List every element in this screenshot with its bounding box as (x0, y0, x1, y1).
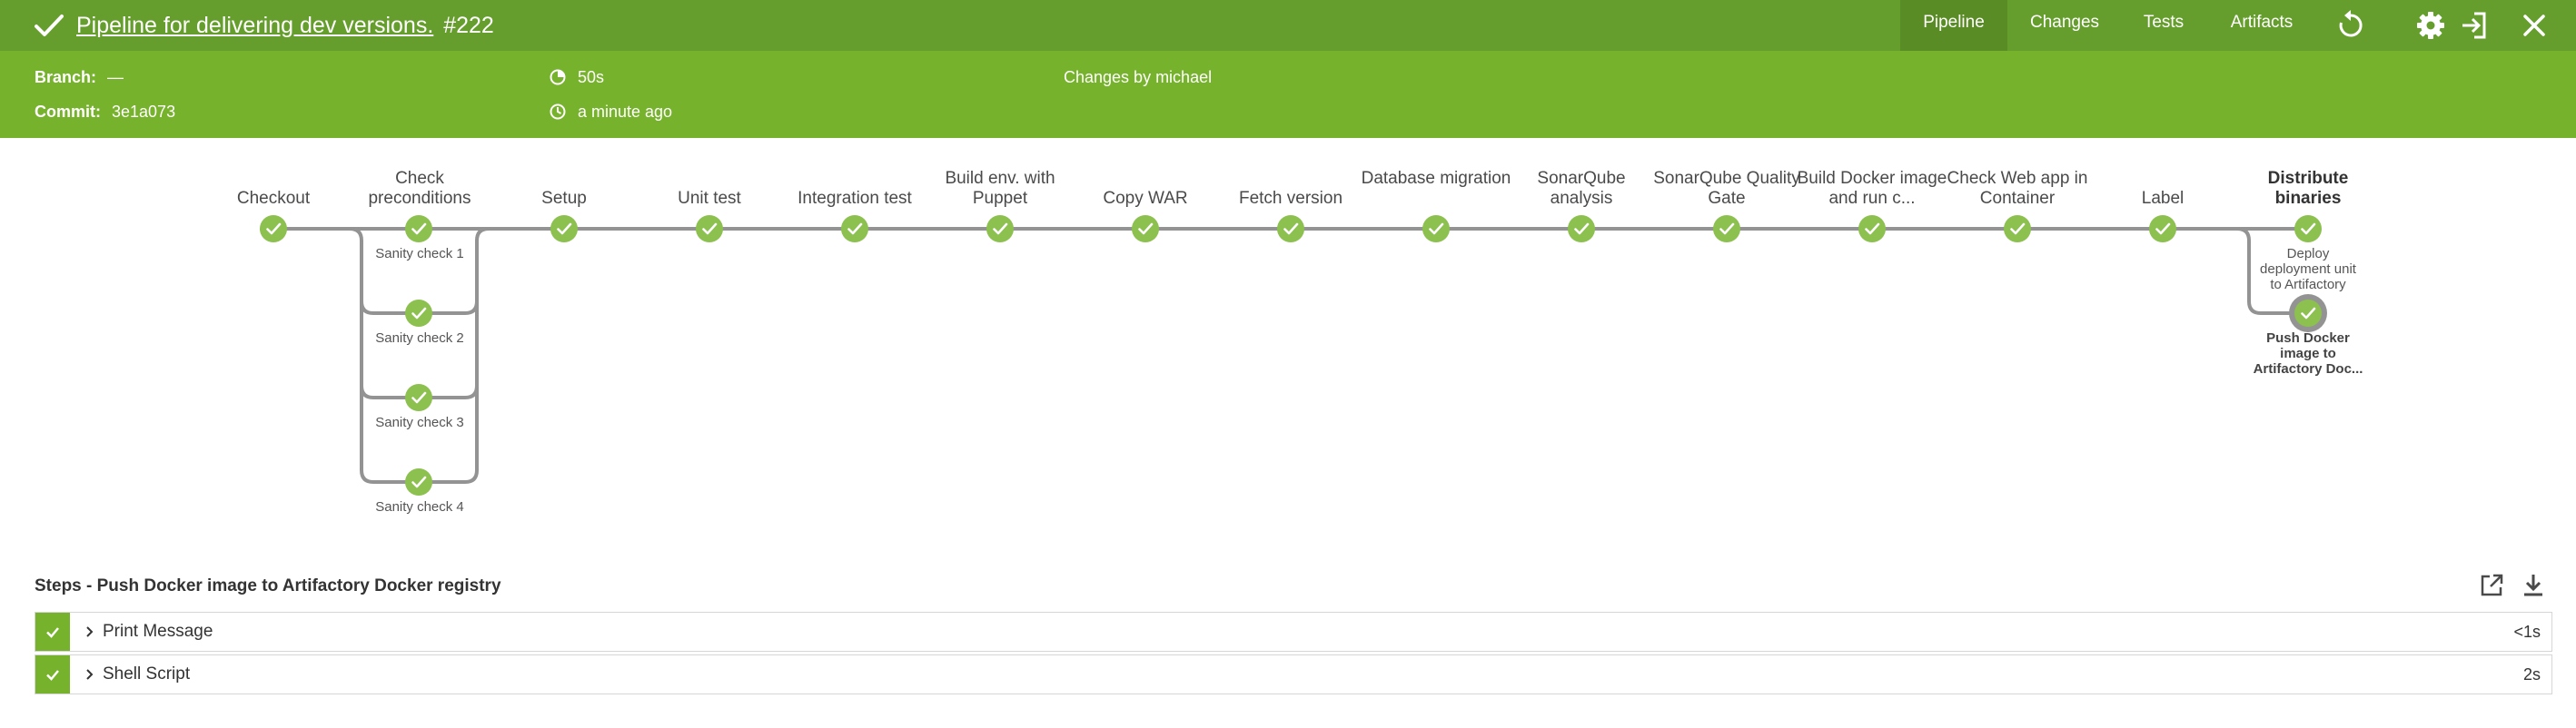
stage-label-build-env-puppet[interactable]: Build env. with Puppet (945, 169, 1055, 208)
stage-node-checkout[interactable] (260, 215, 287, 242)
tab-changes[interactable]: Changes (2029, 13, 2100, 32)
duration-icon (550, 69, 566, 85)
chevron-right-icon[interactable] (81, 624, 97, 640)
step-row-shell-script[interactable]: Shell Script 2s (35, 654, 2552, 694)
branch-value: — (107, 68, 124, 86)
branch-label: Branch: (35, 68, 97, 86)
branch-label-sanity-check-1[interactable]: Sanity check 1 (375, 246, 464, 261)
stage-label-sonarqube-quality-gate[interactable]: SonarQube Quality Gate (1653, 169, 1800, 208)
connector-sanity4-in (360, 386, 420, 484)
commit-value[interactable]: 3e1a073 (112, 103, 176, 121)
commit-info: Commit: 3e1a073 (35, 101, 175, 123)
commit-label: Commit: (35, 103, 101, 121)
stage-node-unit-test[interactable] (696, 215, 723, 242)
connector-sanity2-out (420, 227, 509, 315)
download-icon[interactable] (2518, 570, 2549, 601)
stage-node-check-web-app-in-container[interactable] (2004, 215, 2031, 242)
clock-icon (550, 103, 566, 120)
check-icon (35, 15, 64, 36)
tab-artifacts[interactable]: Artifacts (2230, 13, 2294, 32)
step-name: Shell Script (103, 664, 191, 684)
stage-node-integration-test[interactable] (841, 215, 868, 242)
stage-node-sonarqube-quality-gate[interactable] (1713, 215, 1740, 242)
stage-label-integration-test[interactable]: Integration test (798, 189, 912, 208)
stage-label-sonarqube-analysis[interactable]: SonarQube analysis (1537, 169, 1626, 208)
stage-label-check-preconditions[interactable]: Check preconditions (368, 169, 471, 208)
duration: 50s (578, 68, 605, 86)
branch-node-sanity-check-2[interactable] (405, 300, 432, 327)
step-status-success (35, 613, 70, 651)
step-status-success (35, 655, 70, 694)
replay-icon[interactable] (2333, 7, 2369, 44)
branch-label-sanity-check-2[interactable]: Sanity check 2 (375, 330, 464, 346)
pipeline-header: Pipeline for delivering dev versions. #2… (0, 0, 2576, 51)
step-row-print-message[interactable]: Print Message <1s (35, 612, 2552, 652)
stage-node-fetch-version[interactable] (1277, 215, 1304, 242)
stage-label-setup[interactable]: Setup (541, 189, 587, 208)
stage-node-build-env-with-puppet[interactable] (986, 215, 1014, 242)
gear-icon[interactable] (2413, 7, 2449, 44)
started-time: a minute ago (578, 103, 673, 121)
branch-node-sanity-check-1[interactable] (405, 215, 432, 242)
check-icon (46, 627, 59, 638)
tab-tests[interactable]: Tests (2143, 13, 2185, 32)
stage-label-fetch-version[interactable]: Fetch version (1238, 189, 1343, 208)
branch-label-sanity-check-4[interactable]: Sanity check 4 (375, 499, 464, 515)
close-icon[interactable] (2516, 7, 2552, 44)
connector-push-docker-in (2230, 227, 2308, 315)
stage-node-label[interactable] (2149, 215, 2176, 242)
run-info-bar: Branch: — Commit: 3e1a073 50s a minute ago… (0, 51, 2576, 138)
page-title: Pipeline for delivering dev versions. #2… (76, 7, 494, 44)
step-duration: 2s (2522, 665, 2541, 684)
connector-sanity4-out (420, 386, 479, 484)
pipeline-graph: Checkout Check preconditions Setup Unit … (0, 138, 2576, 537)
open-external-icon[interactable] (2476, 570, 2507, 601)
stage-label-build-docker-image[interactable]: Build Docker image and run c... (1797, 169, 1947, 208)
branch-node-sanity-check-4[interactable] (405, 468, 432, 496)
branch-node-push-docker-image-to-artifactory-doc[interactable] (2289, 294, 2327, 332)
stage-node-database-migration[interactable] (1422, 215, 1450, 242)
stage-label-database-migration[interactable]: Database migration (1361, 169, 1511, 188)
branch-node-deploy-deployment-unit-to-artifactory[interactable] (2294, 215, 2322, 242)
stage-label-copy-war[interactable]: Copy WAR (1103, 189, 1188, 208)
stage-label-label[interactable]: Label (2141, 189, 2185, 208)
branch-info: Branch: — (35, 66, 124, 88)
check-icon (46, 670, 59, 681)
steps-title: Steps - Push Docker image to Artifactory… (35, 576, 501, 595)
pipeline-title-link[interactable]: Pipeline for delivering dev versions. (76, 13, 434, 38)
stage-node-build-docker-image-and-run-c[interactable] (1858, 215, 1886, 242)
stage-label-check-web-app[interactable]: Check Web app in Container (1947, 169, 2088, 208)
run-number: #222 (443, 13, 494, 38)
step-name: Print Message (103, 622, 213, 641)
tab-pipeline[interactable]: Pipeline (1900, 0, 2007, 51)
exit-icon[interactable] (2456, 7, 2492, 44)
stage-label-checkout[interactable]: Checkout (236, 189, 311, 208)
chevron-right-icon[interactable] (81, 666, 97, 683)
stage-node-copy-war[interactable] (1132, 215, 1159, 242)
branch-node-sanity-check-3[interactable] (405, 384, 432, 411)
stage-node-setup[interactable] (550, 215, 578, 242)
pipeline-graph-svg (260, 215, 2327, 496)
connector-sanity2-in (334, 227, 420, 315)
step-duration: <1s (2513, 623, 2541, 641)
branch-label-deploy-artifactory[interactable]: Deploy deployment unit to Artifactory (2260, 246, 2356, 292)
branch-label-push-docker[interactable]: Push Docker image to Artifactory Doc... (2253, 330, 2363, 377)
stage-label-unit-test[interactable]: Unit test (678, 189, 741, 208)
stage-label-distribute-binaries[interactable]: Distribute binaries (2267, 169, 2349, 208)
changes-by[interactable]: Changes by michael (1064, 68, 1213, 86)
stage-node-sonarqube-analysis[interactable] (1568, 215, 1595, 242)
branch-label-sanity-check-3[interactable]: Sanity check 3 (375, 415, 464, 430)
